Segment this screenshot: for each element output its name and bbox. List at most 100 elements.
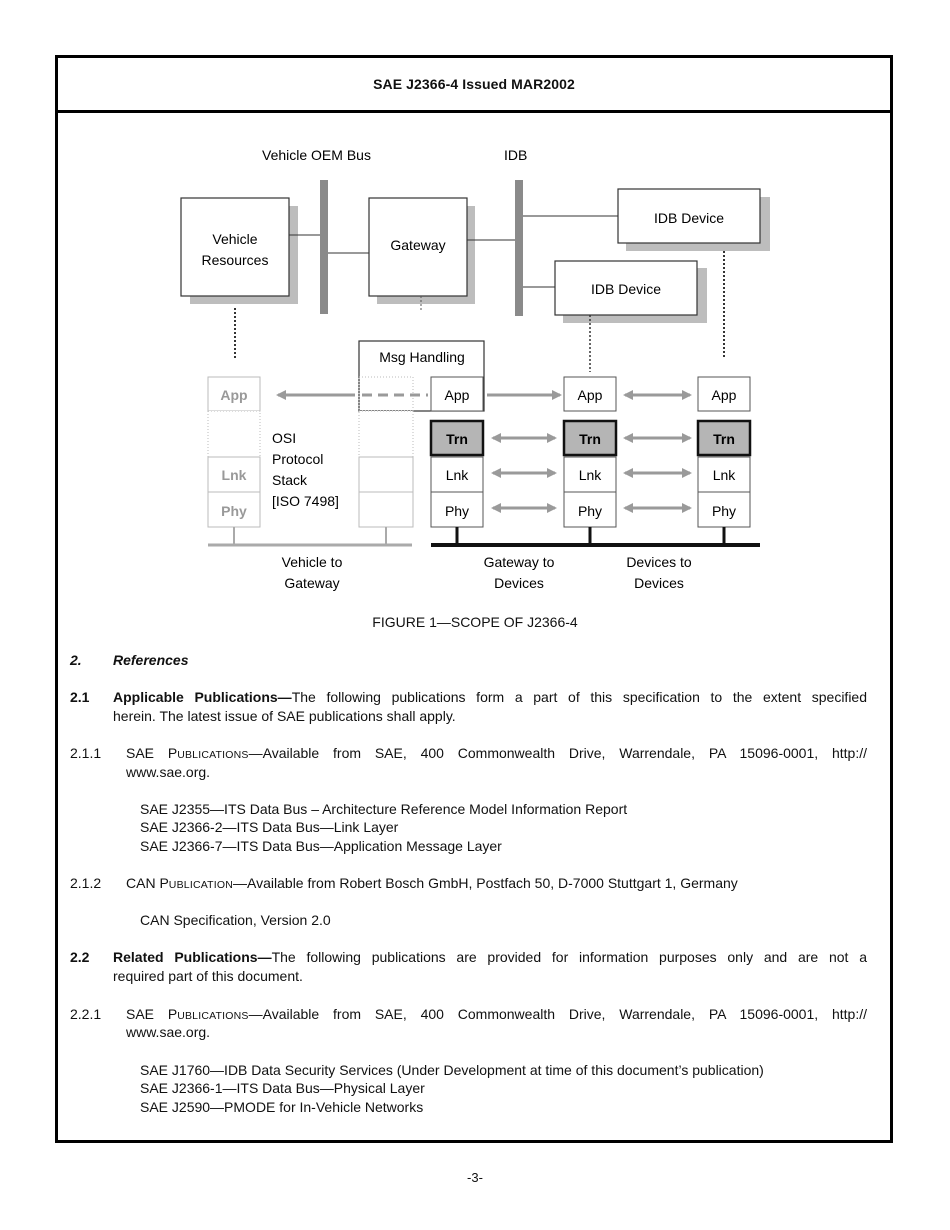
section-2-2-1-line-2: www.sae.org. (126, 1024, 211, 1040)
devices-to-devices-2: Devices (634, 575, 684, 591)
dev1-phy-label: Phy (712, 503, 736, 519)
devices-to-devices-1: Devices to (626, 554, 692, 570)
section-2-2-1-prefix: SAE P (126, 1006, 178, 1022)
gw-right-app-cell (430, 376, 484, 412)
section-2-2-number: 2.2 (70, 949, 90, 965)
gw-right-trn-cell (429, 419, 485, 457)
dev2-lnk-cell (563, 456, 617, 493)
vehicle-resources-label-1: Vehicle (212, 231, 257, 247)
gw-left-lnk-cell (358, 456, 414, 493)
reference-item: SAE J2366-7—ITS Data Bus—Application Mes… (140, 838, 502, 854)
gateway-label: Gateway (390, 237, 445, 253)
vehicle-resources-box (180, 197, 290, 297)
osi-trn-cell (207, 410, 261, 458)
osi-label-line-1: OSI (272, 430, 296, 446)
gateway-to-devices-1: Gateway to (484, 554, 555, 570)
reference-item: SAE J1760—IDB Data Security Services (Un… (140, 1062, 764, 1078)
figure-caption: FIGURE 1—SCOPE OF J2366-4 (372, 614, 578, 630)
dev2-stack: App Trn Lnk Phy (562, 376, 618, 528)
dev1-trn-cell (696, 419, 752, 457)
oem-bus-label: Vehicle OEM Bus (262, 147, 371, 163)
osi-app-cell (207, 376, 261, 412)
dev1-app-cell (697, 376, 751, 412)
osi-lnk-cell (207, 456, 261, 493)
idb-device-1-box (617, 188, 761, 244)
osi-phy-cell (207, 491, 261, 528)
section-2-2-text-1: The following publications are provided … (271, 949, 867, 965)
dev1-trn-label: Trn (713, 431, 735, 447)
gw-left-phy-cell (358, 491, 414, 528)
section-2-2-1-line-1: SAE PUBLICATIONS—Available from SAE, 400… (126, 1005, 867, 1026)
idb-device-2-box (554, 260, 698, 316)
section-2-1-2-number: 2.1.2 (70, 875, 102, 891)
section-2-2-title: Related Publications— (113, 949, 272, 965)
section-2-1-2-rest: —Available from Robert Bosch GmbH, Postf… (233, 875, 738, 891)
section-2-1-1-line-2: www.sae.org. (126, 764, 211, 780)
section-2-number: 2. (70, 652, 82, 668)
osi-label-line-3: Stack (272, 472, 308, 488)
section-2-2-1-smallcaps: UBLICATIONS (177, 1010, 249, 1022)
idb-device-1-label: IDB Device (654, 210, 724, 226)
dev1-app-label: App (712, 387, 737, 403)
idb-bus-label: IDB (504, 147, 527, 163)
reference-item: SAE J2590—PMODE for In-Vehicle Networks (140, 1099, 424, 1115)
section-2-2-line-2: required part of this document. (113, 968, 303, 984)
page-number: -3- (467, 1170, 483, 1185)
reference-item: SAE J2366-1—ITS Data Bus—Physical Layer (140, 1080, 425, 1096)
dev2-trn-cell (562, 419, 618, 457)
section-2-title: References (113, 652, 189, 668)
gw-right-stack: App Trn Lnk Phy (429, 376, 485, 528)
gw-right-phy-cell (430, 491, 484, 528)
section-2-1-1-rest: —Available from SAE, 400 Commonwealth Dr… (248, 745, 867, 761)
osi-app-label: App (220, 387, 247, 403)
vehicle-resources-label-2: Resources (202, 252, 269, 268)
section-2-2-line-1: Related Publications—The following publi… (113, 948, 867, 967)
section-2-2-1-rest: —Available from SAE, 400 Commonwealth Dr… (248, 1006, 867, 1022)
section-2-1-title: Applicable Publications— (113, 689, 292, 705)
dev2-trn-label: Trn (579, 431, 601, 447)
section-2-1-text-1: The following publications form a part o… (291, 689, 868, 705)
msg-handling-label: Msg Handling (379, 349, 465, 365)
gw-left-trn-cell (358, 410, 414, 458)
document-header: SAE J2366-4 Issued MAR2002 (55, 55, 893, 113)
dev1-stack: App Trn Lnk Phy (696, 376, 752, 528)
dev2-app-cell (563, 376, 617, 412)
reference-item: SAE J2366-2—ITS Data Bus—Link Layer (140, 819, 399, 835)
dev1-lnk-label: Lnk (713, 467, 737, 483)
gw-right-trn-label: Trn (446, 431, 468, 447)
section-2-1-1-line-1: SAE PUBLICATIONS—Available from SAE, 400… (126, 744, 867, 765)
section-2-1-line-1: Applicable Publications—The following pu… (113, 688, 867, 707)
section-2-1-2-prefix: CAN P (126, 875, 169, 891)
dev2-lnk-label: Lnk (579, 467, 603, 483)
section-2-1-1-smallcaps: UBLICATIONS (177, 749, 249, 761)
section-2-1-number: 2.1 (70, 689, 90, 705)
dev2-app-label: App (578, 387, 603, 403)
idb-bus (515, 180, 523, 316)
vehicle-to-gateway-2: Gateway (284, 575, 339, 591)
osi-label-line-2: Protocol (272, 451, 323, 467)
gateway-to-devices-2: Devices (494, 575, 544, 591)
reference-item: SAE J2355—ITS Data Bus – Architecture Re… (140, 801, 628, 817)
section-2-1-2-line-1: CAN PUBLICATION—Available from Robert Bo… (126, 874, 738, 895)
document-title: SAE J2366-4 Issued MAR2002 (373, 76, 575, 92)
gw-right-phy-label: Phy (445, 503, 469, 519)
scope-figure: Vehicle OEM Bus IDB Vehicle Resources Ga… (180, 147, 770, 591)
section-2-1-1-number: 2.1.1 (70, 745, 102, 761)
gw-right-app-label: App (445, 387, 470, 403)
osi-label-line-4: [ISO 7498] (272, 493, 339, 509)
section-2-2-1-number: 2.2.1 (70, 1006, 102, 1022)
dev2-phy-cell (563, 491, 617, 528)
dev2-phy-label: Phy (578, 503, 602, 519)
section-2-1-line-2: herein. The latest issue of SAE publicat… (113, 708, 456, 724)
gw-right-lnk-label: Lnk (446, 467, 470, 483)
section-2-1-2-smallcaps: UBLICATION (168, 879, 234, 891)
reference-item: CAN Specification, Version 2.0 (140, 912, 331, 928)
idb-device-2-label: IDB Device (591, 281, 661, 297)
osi-phy-label: Phy (221, 503, 247, 519)
gateway-box (368, 197, 468, 297)
section-2-1-1-prefix: SAE P (126, 745, 178, 761)
oem-bus (320, 180, 328, 314)
osi-lnk-label: Lnk (222, 467, 247, 483)
gw-right-lnk-cell (430, 456, 484, 493)
vehicle-to-gateway-1: Vehicle to (282, 554, 343, 570)
